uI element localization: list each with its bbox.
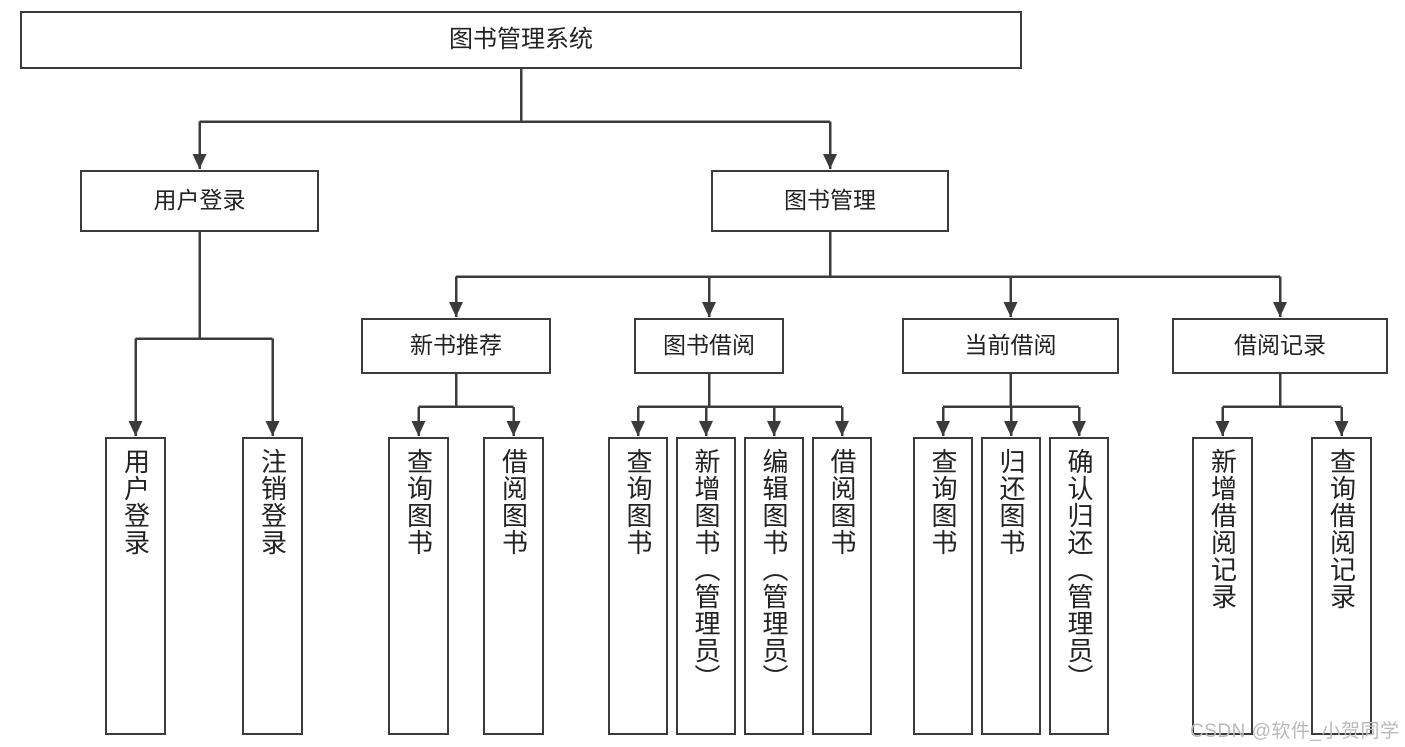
node-leaf-user-login[interactable]: 用户登录 xyxy=(105,437,166,735)
node-label: 图书管理 xyxy=(784,187,876,214)
node-leaf-return-book[interactable]: 归还图书 xyxy=(981,437,1041,735)
node-root-system[interactable]: 图书管理系统 xyxy=(20,11,1022,69)
node-label: 新增借阅记录 xyxy=(1207,448,1238,610)
node-label: 借阅记录 xyxy=(1234,332,1326,359)
node-leaf-borrow-book-1[interactable]: 借阅图书 xyxy=(483,437,544,735)
node-book-borrow[interactable]: 图书借阅 xyxy=(634,318,784,374)
node-borrow-record[interactable]: 借阅记录 xyxy=(1172,318,1388,374)
node-current-borrow[interactable]: 当前借阅 xyxy=(902,318,1119,374)
node-label: 查询图书 xyxy=(928,448,958,556)
node-leaf-logout[interactable]: 注销登录 xyxy=(242,437,303,735)
node-user-login[interactable]: 用户登录 xyxy=(80,170,319,232)
node-label: 查询图书 xyxy=(403,448,434,556)
node-label: 用户登录 xyxy=(120,448,151,556)
node-leaf-borrow-book-2[interactable]: 借阅图书 xyxy=(812,437,872,735)
node-label: 查询借阅记录 xyxy=(1326,448,1357,610)
node-leaf-add-book[interactable]: 新增图书（管理员） xyxy=(676,437,736,735)
node-label: 借阅图书 xyxy=(827,448,857,556)
node-label: 编辑图书（管理员） xyxy=(759,448,789,691)
node-label: 新书推荐 xyxy=(410,332,502,359)
node-new-book-recommend[interactable]: 新书推荐 xyxy=(361,318,551,374)
node-label: 借阅图书 xyxy=(498,448,529,556)
node-label: 确认归还（管理员） xyxy=(1064,448,1094,691)
node-leaf-add-record[interactable]: 新增借阅记录 xyxy=(1192,437,1253,735)
node-label: 当前借阅 xyxy=(964,332,1057,359)
node-label: 图书借阅 xyxy=(663,332,755,359)
node-leaf-query-book-1[interactable]: 查询图书 xyxy=(388,437,449,735)
node-leaf-query-record[interactable]: 查询借阅记录 xyxy=(1311,437,1372,735)
node-leaf-query-book-3[interactable]: 查询图书 xyxy=(913,437,973,735)
node-leaf-confirm-return[interactable]: 确认归还（管理员） xyxy=(1049,437,1109,735)
node-leaf-query-book-2[interactable]: 查询图书 xyxy=(608,437,668,735)
node-label: 查询图书 xyxy=(623,448,653,556)
node-label: 新增图书（管理员） xyxy=(691,448,721,691)
node-book-manage[interactable]: 图书管理 xyxy=(711,170,949,232)
node-label: 用户登录 xyxy=(153,187,246,214)
node-label: 图书管理系统 xyxy=(449,25,593,53)
node-label: 注销登录 xyxy=(257,448,288,556)
node-label: 归还图书 xyxy=(996,448,1026,556)
node-leaf-edit-book[interactable]: 编辑图书（管理员） xyxy=(744,437,804,735)
